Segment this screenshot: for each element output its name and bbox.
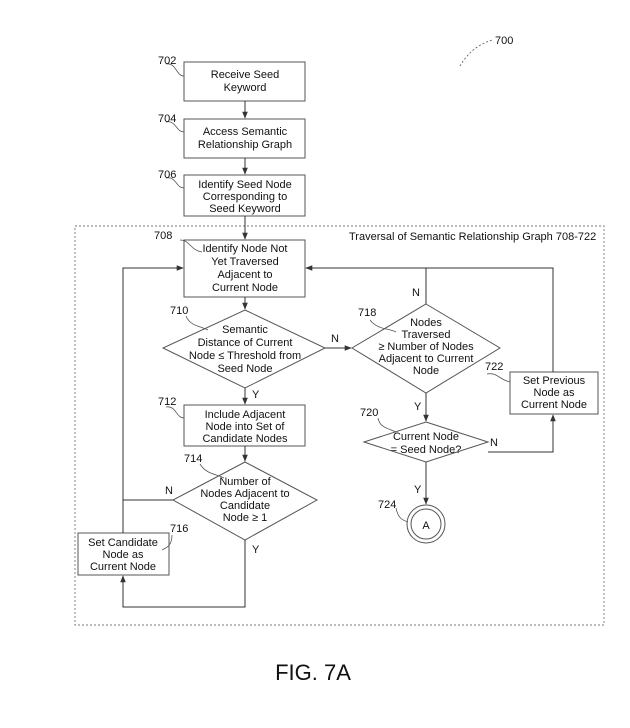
step-706-text-line: Seed Keyword <box>209 203 281 215</box>
branch-710-yes: Y <box>252 389 260 401</box>
branch-714-no: N <box>165 485 173 497</box>
step-718-text-line: Nodes <box>410 317 442 329</box>
step-706-text-line: Identify Seed Node <box>198 179 292 191</box>
step-724-text-line: A <box>422 520 430 532</box>
step-722-box <box>509 371 599 415</box>
ref-704-leader <box>165 121 185 133</box>
step-712-text-line: Include Adjacent <box>205 409 286 421</box>
step-702-text-line: Keyword <box>224 82 267 94</box>
step-722-text-line: Set Previous <box>523 375 586 387</box>
arrow-718-no-to-708 <box>305 265 427 304</box>
step-714-text-line: Node ≥ 1 <box>223 512 268 524</box>
step-720-ref-number: 720 <box>360 407 378 419</box>
branch-710-no: N <box>331 333 339 345</box>
step-716-ref-number: 716 <box>170 523 188 535</box>
ref-712-leader <box>165 406 185 419</box>
step-716-box <box>77 532 170 576</box>
arrow-714-yes-to-716 <box>120 540 246 608</box>
ref-714-leader <box>199 463 225 479</box>
ref-718-leader <box>369 319 397 333</box>
figure-number: 700 <box>495 35 513 47</box>
ref-708-leader <box>179 239 203 253</box>
step-714-text-line: Number of <box>219 476 271 488</box>
step-718-text-line: Adjacent to Current <box>379 353 474 365</box>
step-708-box <box>183 239 306 298</box>
step-708-text-line: Yet Traversed <box>211 256 278 268</box>
branch-718-no: N <box>412 287 420 299</box>
step-710-text-line: Seed Node <box>217 363 272 375</box>
step-710-text-line: Node ≤ Threshold from <box>189 350 301 362</box>
step-712-text-line: Candidate Nodes <box>202 433 288 445</box>
step-706-text-line: Corresponding to <box>203 191 287 203</box>
ref-720-leader <box>377 417 397 433</box>
decision-710-diamond <box>161 309 327 389</box>
step-714-ref-number: 714 <box>184 453 202 465</box>
branch-720-yes: Y <box>414 484 422 496</box>
ref-710-leader <box>185 315 209 331</box>
step-710-ref-number: 710 <box>170 305 188 317</box>
step-708-text-line: Adjacent to <box>217 269 272 281</box>
step-708-text-line: Identify Node Not <box>203 243 288 255</box>
traversal-region <box>74 225 605 626</box>
step-718-text-line: Node <box>413 365 439 377</box>
step-722-text-line: Node as <box>534 387 575 399</box>
ref-722-leader <box>486 373 511 383</box>
branch-714-yes: Y <box>252 544 260 556</box>
step-702-text-line: Receive Seed <box>211 69 280 81</box>
step-710-text-line: Distance of Current <box>198 337 293 349</box>
branch-718-yes: Y <box>414 401 422 413</box>
step-706-ref-number: 706 <box>158 169 176 181</box>
step-704-box <box>183 118 306 159</box>
step-718-ref-number: 718 <box>358 307 376 319</box>
arrow-722-to-708 <box>426 267 554 372</box>
step-704-ref-number: 704 <box>158 113 176 125</box>
step-718-text-line: Traversed <box>401 329 450 341</box>
ref-702-leader <box>165 63 185 77</box>
step-724-ref-number: 724 <box>378 499 396 511</box>
step-704-text-line: Relationship Graph <box>198 139 292 151</box>
arrow-720-no-to-722 <box>488 414 556 453</box>
ref-724-leader <box>395 507 409 523</box>
step-706-box <box>183 174 306 217</box>
connector-724-inner <box>410 508 442 540</box>
step-712-ref-number: 712 <box>158 396 176 408</box>
step-704-text-line: Access Semantic <box>203 126 288 138</box>
figure-number-leader <box>459 39 493 67</box>
step-708-text-line: Current Node <box>212 282 278 294</box>
step-714-text-line: Candidate <box>220 500 270 512</box>
step-720-text-line: = Seed Node? <box>391 444 462 456</box>
step-702-ref-number: 702 <box>158 55 176 67</box>
branch-720-no: N <box>490 437 498 449</box>
step-716-text-line: Node as <box>103 549 144 561</box>
figure-label: FIG. 7A <box>275 660 351 685</box>
step-720-text-line: Current Node <box>393 431 459 443</box>
traversal-region-label: Traversal of Semantic Relationship Graph… <box>349 231 596 243</box>
step-714-text-line: Nodes Adjacent to <box>200 488 289 500</box>
step-718-text-line: ≥ Number of Nodes <box>378 341 474 353</box>
step-708-ref-number: 708 <box>154 230 172 242</box>
step-716-text-line: Current Node <box>90 561 156 573</box>
step-722-text-line: Current Node <box>521 399 587 411</box>
step-716-text-line: Set Candidate <box>88 537 158 549</box>
ref-706-leader <box>165 177 185 189</box>
step-712-text-line: Node into Set of <box>206 421 286 433</box>
step-710-text-line: Semantic <box>222 324 268 336</box>
ref-716-leader <box>161 534 173 551</box>
step-722-ref-number: 722 <box>485 361 503 373</box>
arrow-714-no-to-708 <box>122 265 184 501</box>
